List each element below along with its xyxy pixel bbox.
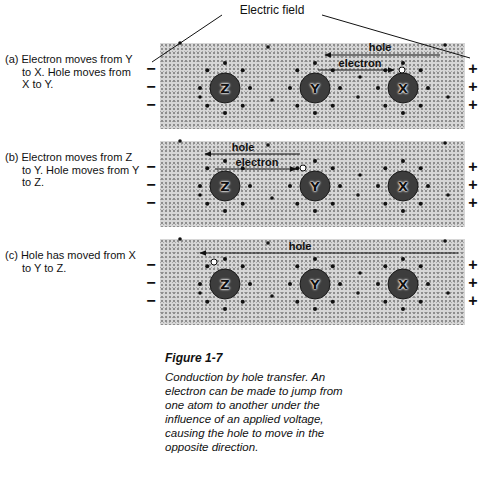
atom-letter: Z (209, 170, 241, 202)
field-label: Electric field (240, 4, 305, 16)
atom-core (210, 171, 240, 201)
negative-sign: − (146, 61, 155, 77)
panel-description: (b) Electron moves from Z to Y. Hole mov… (5, 151, 140, 189)
negative-sign: − (146, 257, 155, 273)
crystal-panel: (a) Electron moves from Y to X. Hole mov… (160, 43, 465, 129)
atom-core (300, 171, 330, 201)
positive-sign: + (468, 97, 477, 113)
panel-description: (a) Electron moves from Y to X. Hole mov… (5, 53, 140, 91)
atom-core (300, 269, 330, 299)
panel-description: (c) Hole has moved from X to Y to Z. (5, 249, 140, 274)
negative-sign: − (146, 195, 155, 211)
atom-circle: Z (209, 170, 241, 202)
atom-circle: Z (209, 268, 241, 300)
positive-sign: + (468, 159, 477, 175)
positive-sign: + (468, 257, 477, 273)
atom-circle: Y (299, 170, 331, 202)
atom-core (388, 269, 418, 299)
atom-circle: X (387, 268, 419, 300)
positive-sign: + (468, 275, 477, 291)
atom-core (388, 171, 418, 201)
crystal-panel: (b) Electron moves from Z to Y. Hole mov… (160, 141, 465, 227)
positive-sign: + (468, 79, 477, 95)
negative-sign: − (146, 159, 155, 175)
electron-label: electron (236, 157, 279, 168)
atom-core (210, 73, 240, 103)
hole-label: hole (369, 42, 392, 53)
positive-sign: + (468, 61, 477, 77)
atom-circle: X (387, 170, 419, 202)
negative-sign: − (146, 293, 155, 309)
positive-sign: + (468, 195, 477, 211)
atom-letter: Y (299, 72, 331, 104)
electron-label: electron (339, 58, 382, 69)
atom-letter: Z (209, 268, 241, 300)
crystal-panel: (c) Hole has moved from X to Y to Z.ZYX (160, 239, 465, 325)
electron-dots (178, 41, 450, 311)
negative-sign: − (146, 177, 155, 193)
atom-letter: Y (299, 170, 331, 202)
atom-letter: X (387, 170, 419, 202)
atom-core (210, 269, 240, 299)
figure-number: Figure 1-7 (165, 352, 222, 364)
atom-letter: X (387, 72, 419, 104)
negative-sign: − (146, 79, 155, 95)
positive-sign: + (468, 177, 477, 193)
atom-letter: Y (299, 268, 331, 300)
hole-label: hole (232, 142, 255, 153)
atom-core (300, 73, 330, 103)
negative-sign: − (146, 275, 155, 291)
atom-circle: Y (299, 268, 331, 300)
atom-letter: Z (209, 72, 241, 104)
atom-circle: Z (209, 72, 241, 104)
figure-caption: Conduction by hole transfer. An electron… (165, 370, 347, 454)
atom-circle: X (387, 72, 419, 104)
negative-sign: − (146, 97, 155, 113)
positive-sign: + (468, 293, 477, 309)
atom-core (388, 73, 418, 103)
atom-letter: X (387, 268, 419, 300)
hole-label: hole (289, 241, 312, 252)
atom-circle: Y (299, 72, 331, 104)
